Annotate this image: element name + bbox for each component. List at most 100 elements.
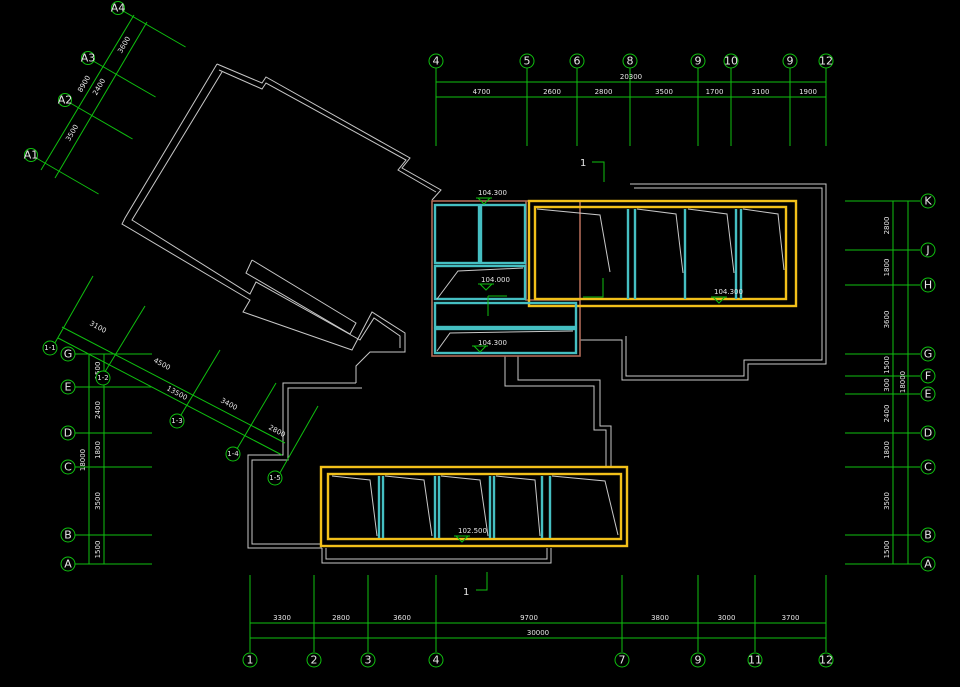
diag-dim-line	[61, 326, 286, 444]
right-dim-label: 1800	[883, 441, 891, 459]
right-axis-c-bubble	[920, 459, 936, 475]
right-dim-label: 3600	[883, 311, 891, 329]
right-axis-g-label: G	[924, 348, 933, 361]
right-dim-label: 2800	[883, 217, 891, 235]
right-dim-small-label: 300	[883, 378, 891, 391]
bottom-axis-3-label: 3	[365, 654, 372, 667]
diag-axis-1-bubble	[42, 340, 58, 356]
right-dim-label: 2400	[883, 405, 891, 423]
right-dim-label: 1500	[883, 541, 891, 559]
bottom-axis-5-bubble	[614, 652, 630, 668]
upper-left-axis-3-label: A2	[58, 94, 73, 107]
elevation-2-label: 104.000	[481, 276, 510, 284]
bottom-axis-1-label: 1	[247, 654, 254, 667]
top-axis-5-bubble	[690, 53, 706, 69]
diag-axis-2-bubble	[95, 370, 111, 386]
right-axis-group: KJHGFEDCBA280018003600150024001800350015…	[845, 193, 936, 572]
left-axis-g-label: G	[64, 348, 73, 361]
right-dim-label: 1800	[883, 259, 891, 277]
bottom-dim-label: 3700	[782, 614, 800, 622]
bottom-axis-5-label: 7	[619, 654, 626, 667]
right-axis-h-label: H	[924, 279, 932, 292]
section-mark-top-label: 1	[580, 158, 586, 169]
bottom-total-dim-label: 30000	[527, 629, 549, 637]
top-dim-label: 1700	[706, 88, 724, 96]
top-axis-1-bubble	[428, 53, 444, 69]
upper-left-axis-2-bubble	[81, 51, 95, 65]
right-axis-a-bubble	[920, 556, 936, 572]
top-dim-label: 2800	[595, 88, 613, 96]
rotated-wing-outline	[121, 63, 442, 383]
diag-axis-4-bubble	[225, 446, 241, 462]
top-dim-label: 3100	[752, 88, 770, 96]
right-dim-label: 3500	[883, 492, 891, 510]
diag-axis-line	[276, 405, 319, 479]
diag-total-dim-line	[57, 337, 283, 456]
elevation-5-label: 102.500	[458, 527, 487, 535]
elevation-5: 102.500	[454, 527, 487, 543]
left-dim-label: 1800	[94, 441, 102, 459]
section-mark-bottom: 1	[463, 572, 488, 598]
right-axis-k-label: K	[924, 195, 932, 208]
right-axis-h-bubble	[920, 277, 936, 293]
top-axis-3-label: 6	[574, 55, 581, 68]
top-total-dim-label: 20300	[620, 73, 642, 81]
diag-axis-line	[51, 275, 94, 349]
right-axis-j-label: J	[925, 244, 929, 257]
main-building-walls	[247, 183, 827, 564]
upper-left-axis-line	[35, 157, 99, 195]
left-total-dim-label: 18000	[79, 449, 87, 471]
diag-axis-line	[233, 382, 277, 455]
bottom-dim-label: 9700	[520, 614, 538, 622]
top-dim-label: 4700	[473, 88, 491, 96]
right-axis-e-label: E	[925, 388, 932, 401]
right-total-dim-label: 18000	[899, 371, 907, 393]
top-axis-7-bubble	[782, 53, 798, 69]
top-axis-7-label: 9	[787, 55, 794, 68]
diag-axis-3-label: 1-3	[171, 417, 182, 425]
left-dim-label: 2400	[94, 401, 102, 419]
top-axis-4-label: 8	[627, 55, 634, 68]
right-axis-g-bubble	[920, 346, 936, 362]
elevation-1-label: 104.300	[478, 189, 507, 197]
bottom-axis-7-label: 11	[748, 654, 762, 667]
left-axis-a-bubble	[60, 556, 76, 572]
upper-left-axis-4-bubble	[24, 148, 38, 162]
diag-axis-5-bubble	[267, 470, 283, 486]
left-axis-e-label: E	[65, 381, 72, 394]
top-axis-8-label: 12	[819, 55, 833, 68]
upper-left-axis-1-bubble	[111, 1, 125, 15]
top-axis-1-label: 4	[433, 55, 440, 68]
right-axis-d-label: D	[924, 427, 932, 440]
left-axis-c-bubble	[60, 459, 76, 475]
right-axis-b-label: B	[924, 529, 932, 542]
right-axis-f-label: F	[925, 370, 931, 383]
upper-left-axis-3-bubble	[58, 93, 72, 107]
diag-axis-line	[177, 349, 221, 421]
right-axis-k-bubble	[920, 193, 936, 209]
top-axis-6-bubble	[723, 53, 739, 69]
top-axis-5-label: 9	[695, 55, 702, 68]
left-dim-label: 1500	[94, 541, 102, 559]
right-axis-b-bubble	[920, 527, 936, 543]
top-dim-label: 1900	[799, 88, 817, 96]
top-dim-label: 2600	[543, 88, 561, 96]
left-axis-b-bubble	[60, 527, 76, 543]
left-dim-label: 3500	[94, 492, 102, 510]
upper-left-total-dim-label: 8900	[76, 74, 92, 93]
top-axis-4-bubble	[622, 53, 638, 69]
top-axis-3-bubble	[569, 53, 585, 69]
diag-axis-line	[99, 305, 146, 381]
upper-left-axis-4-label: A1	[24, 149, 39, 162]
bottom-axis-6-bubble	[690, 652, 706, 668]
upper-left-total-dim-line	[40, 14, 135, 171]
bottom-axis-4-bubble	[428, 652, 444, 668]
bottom-axis-8-label: 12	[819, 654, 833, 667]
upper-left-axis-line	[122, 10, 186, 48]
section-mark-bottom-label: 1	[463, 587, 469, 598]
right-dim-label: 1500	[883, 356, 891, 374]
right-axis-d-bubble	[920, 425, 936, 441]
